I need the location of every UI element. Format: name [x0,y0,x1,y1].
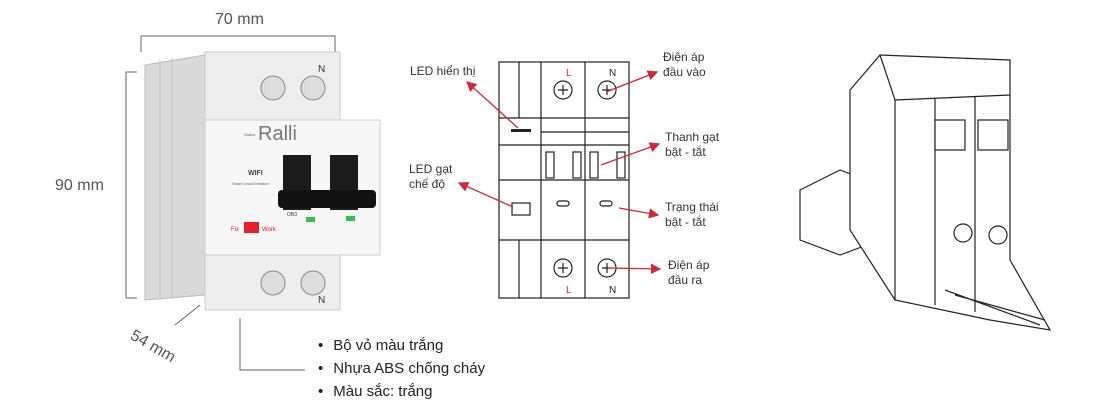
diagram-terminal-l: L [566,285,572,296]
callout-led-display: LED hiển thị [410,64,475,79]
product-labels-model: OB3 [287,212,297,218]
width-dimension: 70 mm [215,11,264,28]
product-labels-work: Work [262,227,277,233]
diagram-callouts-input-voltage-2: đầu vào [663,65,706,79]
diagram-terminal-n: N [609,285,616,296]
diagram-callouts-mode-led-1: LED gạt [409,162,453,176]
product-labels-wifi: WIFI [248,170,263,177]
breaker-3d-render [799,54,1052,331]
dimension-lines [125,35,336,371]
product-labels-fix: Fix [231,227,239,233]
diagram-callouts-toggle-2: bật - tắt [665,145,706,159]
feature-item: Nhựa ABS chống cháy [318,360,485,377]
product-labels-terminal-n: N [318,64,325,75]
diagram-callouts-output-voltage-1: Điện áp [668,258,710,272]
diagram-callouts-output-voltage-2: đầu ra [668,273,703,287]
diagram-terminal-l: L [566,68,572,79]
diagram-callouts-led-display: LED hiển thị [410,64,476,78]
height-dimension: 90 mm [55,177,104,194]
callout-arrows [457,70,662,275]
diagram-callouts-toggle-1: Thanh gạt [665,130,720,144]
product-labels-status: Status [244,132,255,137]
diagram-terminal-n: N [609,68,616,79]
schematic [498,61,630,299]
diagram-callouts-mode-led-2: chế độ [409,177,446,191]
diagram-callouts-input-voltage-1: Điện áp [663,50,705,64]
diagram-callouts-status-2: bật - tắt [665,215,706,229]
feature-item: Màu sắc: trắng [318,383,432,400]
product-labels-terminal-n: N [318,295,325,306]
brand-logo: Ralli [258,123,297,145]
breaker-photo [144,51,381,311]
diagram-callouts-status-1: Trạng thái [665,200,719,214]
product-labels-subtitle: Smart circuit breaker [232,181,270,186]
feature-item: Bộ vỏ màu trắng [318,337,443,354]
